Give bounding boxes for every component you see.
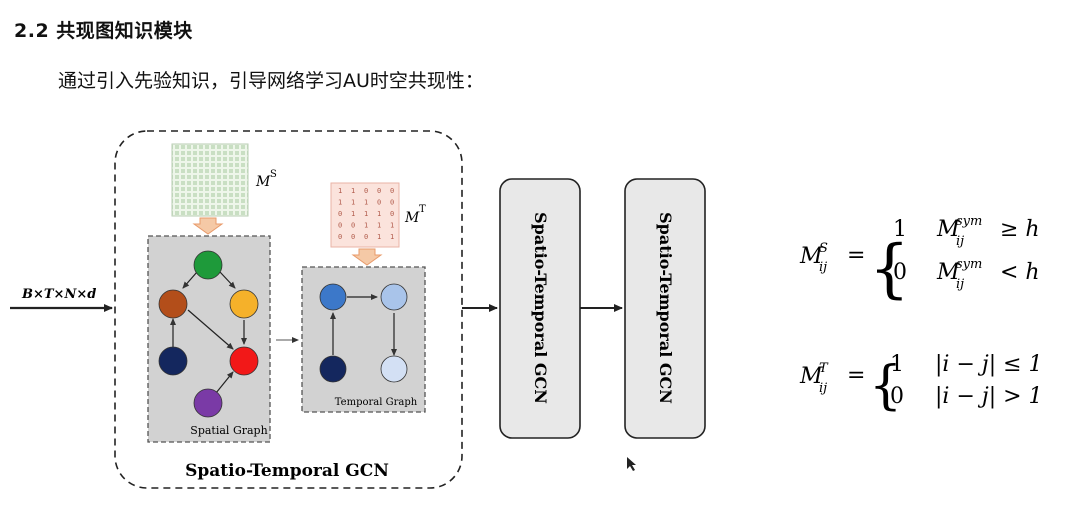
mt-matrix-cell: 1 [390,233,394,241]
section-heading: 2.2 共现图知识模块 [14,20,193,42]
input-dimension-label: B×T×N×d [21,287,96,302]
formula-mt-lhs-sub: ij [819,381,827,396]
mt-matrix-cell: 1 [338,199,342,207]
mt-matrix-cell: 1 [377,233,381,241]
mt-matrix-cell: 0 [351,222,355,230]
outer-gcn-container [114,130,463,489]
ms-label: M [255,174,271,190]
temporal-node-dark-blue [319,283,347,311]
temporal-node-light-blue [380,355,408,383]
mt-matrix-cell: 0 [351,233,355,241]
section-subtitle: 通过引入先验知识，引导网络学习AU时空共现性： [58,70,484,92]
formula-ms-lhs-sub: ij [819,260,827,275]
spatial-node-orange [229,289,259,319]
formula-mt-case1-value: 1 [890,352,904,377]
mt-matrix-cell: 1 [364,222,368,230]
temporal-node-navy [319,355,347,383]
gcn-block-2 [624,178,706,439]
mt-matrix-cell: 0 [364,233,368,241]
spatial-node-red [229,346,259,376]
mt-matrix-image [330,182,400,248]
formula-mt-case2-condition: |i − j| > 1 [935,384,1043,409]
spatial-node-navy [158,346,188,376]
spatial-node-purple [193,388,223,418]
outer-gcn-label: Spatio-Temporal GCN [185,461,389,481]
mt-down-arrow [351,248,383,266]
mt-matrix-cell: 0 [338,222,342,230]
ms-down-arrow [192,217,224,235]
spatial-node-green [193,250,223,280]
formula-ms-brace: { [869,232,910,306]
formula-mt-brace: { [869,356,902,416]
mouse-cursor-icon [627,457,636,471]
gcn-block-2-label: Spatio-Temporal GCN [656,212,675,404]
mt-label: M [404,210,420,226]
ms-matrix-image [171,143,249,217]
formula-ms-case1-var: M [936,217,960,242]
formula-ms-case1-relation: ≥ h [1000,217,1040,242]
mt-matrix-cell: 1 [338,187,342,195]
formula-ms-case2-var: M [936,260,960,285]
mt-matrix-cell: 0 [377,199,381,207]
mt-matrix-cell: 1 [377,222,381,230]
gcn-block-1-label: Spatio-Temporal GCN [531,212,550,404]
spatial-graph-edges [170,271,247,394]
temporal-graph-edges [330,294,397,356]
formula-ms-case2-relation: < h [1000,260,1040,285]
formula-ms-case1-sup: sym [956,214,982,229]
formula-ms-case2-sub: ij [956,277,964,292]
mt-matrix-cell: 0 [364,187,368,195]
mt-matrix-cell: 0 [338,233,342,241]
formula-ms: M S ij = { 1 M sym ij ≥ h 0 M sym ij < h [799,214,1040,306]
mt-matrix-cell: 1 [364,199,368,207]
mt-matrix-cell: 0 [390,199,394,207]
mt-matrix-cell: 0 [390,210,394,218]
mt-matrix-cell: 1 [364,210,368,218]
formula-mt: M T ij = { 1 |i − j| ≤ 1 0 |i − j| > 1 [799,352,1043,416]
mt-label-sup: T [419,204,426,215]
formula-ms-case2-sup: sym [956,257,982,272]
mt-matrix-cell: 1 [351,210,355,218]
mt-matrix-cell: 1 [390,222,394,230]
formula-mt-case1-condition: |i − j| ≤ 1 [935,352,1043,377]
mt-matrix-cell: 1 [377,210,381,218]
mt-matrix-cell: 1 [351,187,355,195]
formula-ms-equals: = [847,243,865,268]
temporal-graph-caption: Temporal Graph [335,397,418,408]
spatial-node-brown [158,289,188,319]
temporal-graph-panel [301,266,426,413]
temporal-node-mid-blue [380,283,408,311]
mt-matrix-cell: 0 [377,187,381,195]
formula-mt-lhs: M [799,364,823,389]
formula-ms-case2-value: 0 [893,260,907,285]
formula-ms-lhs: M [799,244,823,269]
mt-matrix-cell: 0 [390,187,394,195]
mt-matrix-cell: 1 [351,199,355,207]
spatial-graph-caption: Spatial Graph [190,424,267,437]
mt-matrix-cells: 1 1 0 0 0 1 1 1 0 0 0 1 1 1 0 0 0 1 1 1 0 0 0 1 1 [338,187,394,241]
ms-label-sup: S [270,169,277,180]
formula-ms-lhs-sup: S [819,241,828,256]
formula-mt-equals: = [847,363,865,388]
formula-ms-case1-sub: ij [956,234,964,249]
formula-mt-case2-value: 0 [890,384,904,409]
formula-mt-lhs-sup: T [819,361,829,376]
mt-matrix-cell: 0 [338,210,342,218]
formula-ms-case1-value: 1 [893,217,907,242]
